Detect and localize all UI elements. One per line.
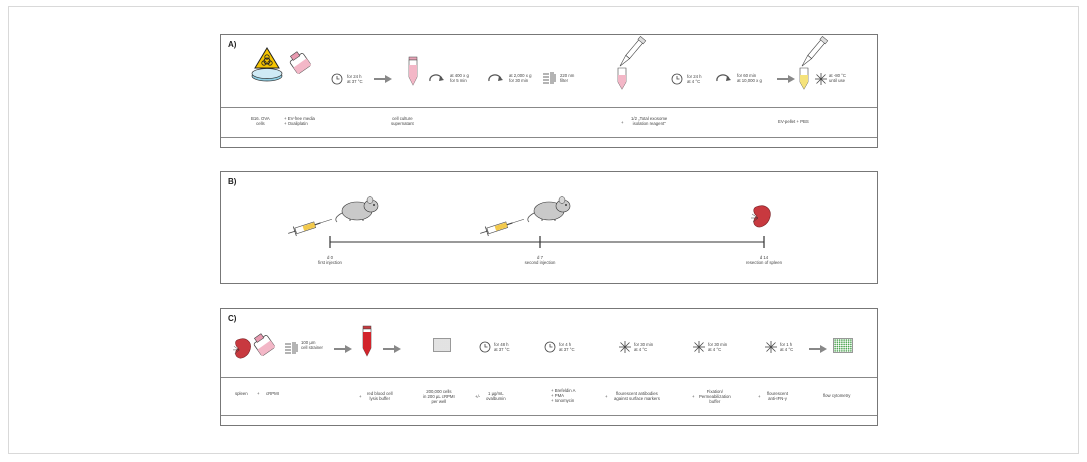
stained-plate-icon (833, 338, 853, 353)
spleen-icon (751, 204, 773, 230)
panel-a-label: A) (228, 40, 236, 49)
centrifuge-icon (715, 73, 731, 85)
panel-a-divider (221, 137, 877, 138)
arrow-icon (334, 345, 352, 353)
mouse-icon (527, 194, 577, 222)
flow-cytometry-label: flow cytometry (823, 393, 850, 398)
centrifuge-icon (487, 73, 503, 85)
plus-sign: + (359, 394, 362, 399)
panel-b-label: B) (228, 177, 236, 186)
pipette-icon (795, 38, 829, 72)
clock-icon (544, 341, 556, 353)
reagent-plus: + (621, 120, 624, 125)
stimulation-label: + Brefeldin A+ PMA+ Ionomycin (551, 388, 576, 404)
filter-icon (285, 341, 299, 355)
panel-c-label: C) (228, 314, 236, 323)
arrow-icon (809, 345, 827, 353)
snowflake-icon (693, 341, 705, 353)
media-bottle-icon (251, 333, 277, 357)
spleen-label: spleen (235, 391, 248, 396)
plus-sign: + (692, 394, 695, 399)
clock-icon (331, 73, 343, 85)
snowflake-icon (815, 73, 827, 85)
media-label: + EV-free media+ Oxaliplatin (284, 116, 315, 126)
ev-pellet-label: EV-pellet + PBS (778, 119, 809, 124)
falcon-tube-icon (407, 57, 419, 87)
clock-icon (479, 341, 491, 353)
plus-sign: + (758, 394, 761, 399)
ev-tube-icon (799, 68, 809, 90)
blood-tube-icon (361, 326, 373, 358)
pipette-icon (613, 38, 647, 72)
snowflake-icon (765, 341, 777, 353)
sample-tube-icon (617, 68, 627, 90)
plus-sign: + (605, 394, 608, 399)
panel-a-divider (221, 107, 877, 108)
spleen-icon (233, 337, 253, 361)
syringe-icon (479, 216, 527, 236)
well-plate-icon (433, 338, 451, 352)
panel-c-divider (221, 377, 877, 378)
arrow-icon (777, 75, 795, 83)
crpmi-label: cRPMI (266, 391, 279, 396)
plus-minus-sign: +/- (475, 394, 480, 399)
biohazard-icon (249, 45, 285, 83)
clock-icon (671, 73, 683, 85)
plus-sign: + (257, 391, 260, 396)
filter-icon (543, 71, 557, 85)
arrow-icon (374, 75, 392, 83)
snowflake-icon (619, 341, 631, 353)
mouse-icon (335, 194, 385, 222)
centrifuge-icon (428, 73, 444, 85)
timeline-axis (329, 236, 765, 248)
panel-c-divider (221, 415, 877, 416)
media-bottle-icon (287, 51, 313, 75)
syringe-icon (287, 216, 335, 236)
arrow-icon (383, 345, 401, 353)
